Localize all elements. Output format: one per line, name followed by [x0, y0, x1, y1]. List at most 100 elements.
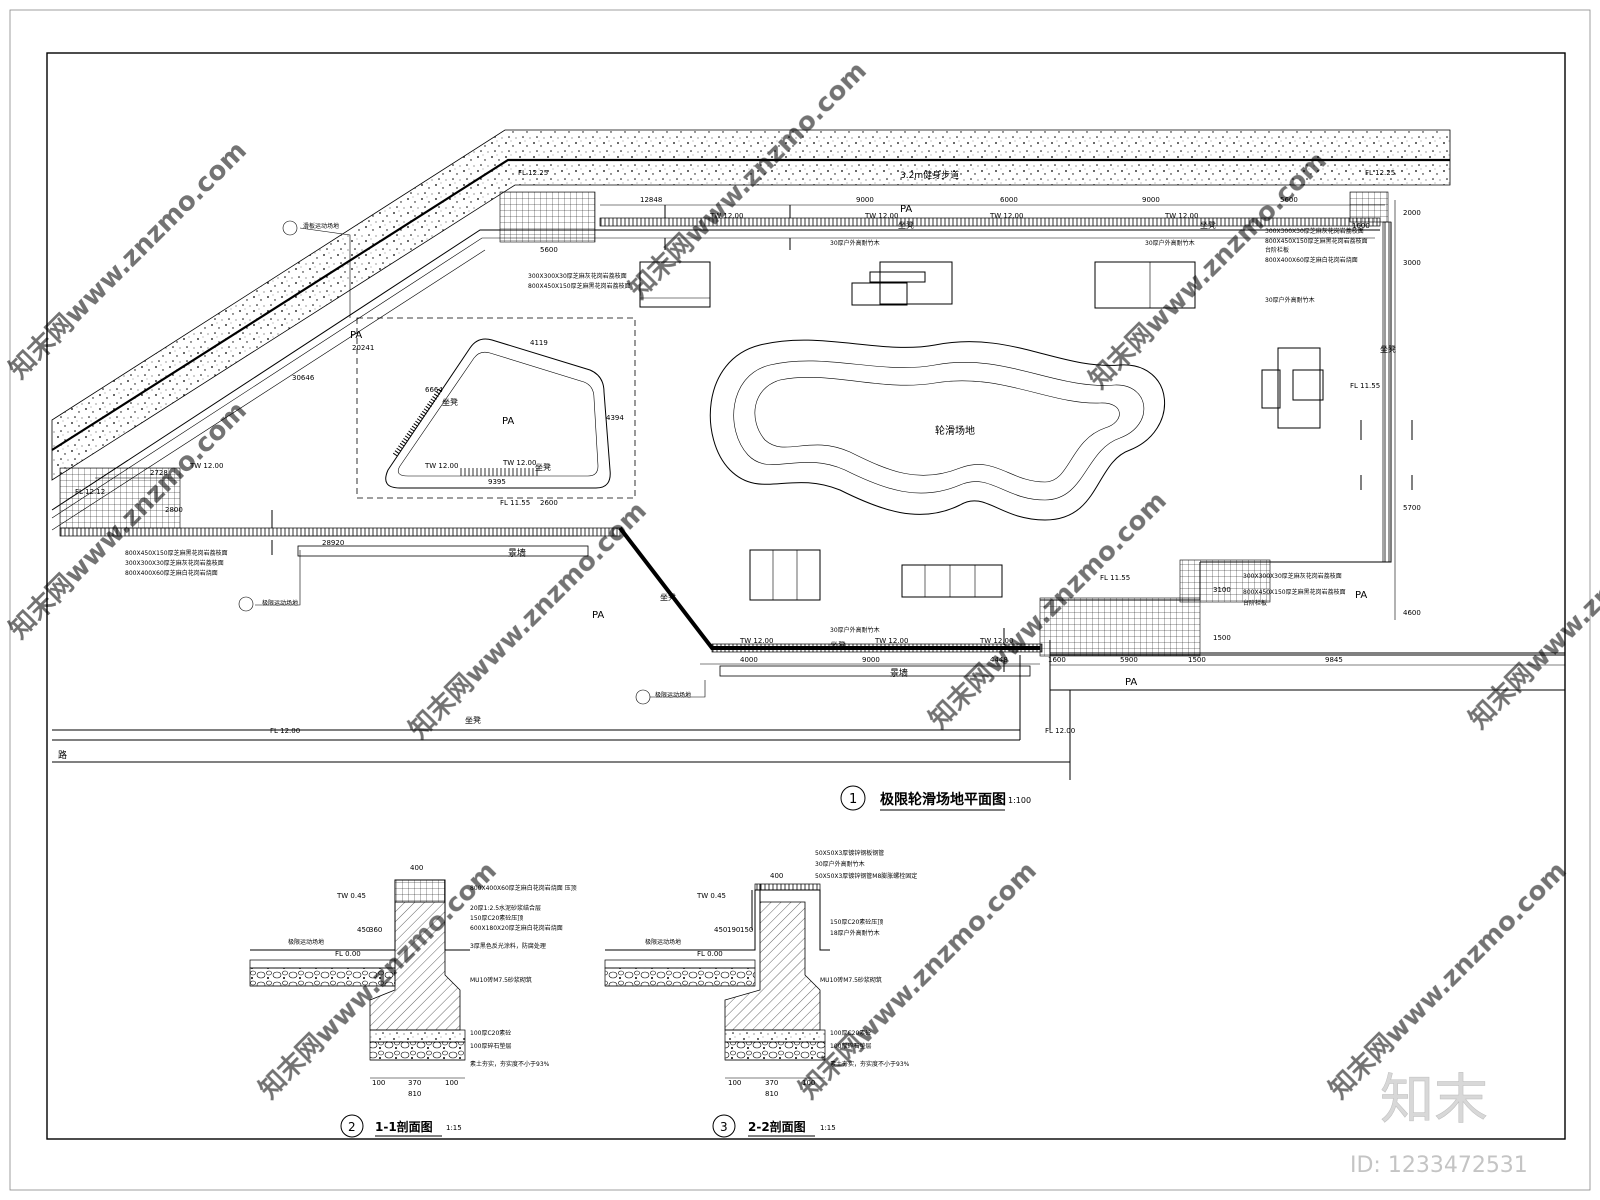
plan-note-12: 800X400X60厚芝麻白花岗岩烧面	[125, 569, 218, 577]
dim-16: 1600	[1048, 656, 1066, 664]
walkway-gravel-band	[51, 129, 1451, 481]
plan-title-block: 1 极限轮滑场地平面图 1:100	[840, 785, 1031, 811]
tw-label-5: TW 12.00	[189, 462, 223, 470]
dim-10: 2728	[150, 469, 168, 477]
s1-num: 2	[348, 1120, 356, 1134]
plan-note-5: 台阶栏板	[1265, 246, 1289, 254]
callout-marker-1	[238, 596, 254, 612]
pa-label-3: PA	[592, 610, 604, 621]
tw-label-10: TW 12.00	[979, 637, 1013, 645]
ramp-pa-label: PA	[502, 416, 514, 427]
bench-wall-left	[59, 527, 621, 537]
s2-fl: FL 0.00	[697, 950, 723, 958]
paving-grid-nw	[499, 191, 596, 243]
plan-note-17: 极限运动场地	[262, 599, 298, 607]
s2-dim-h1: 100	[728, 1079, 741, 1087]
bench-wall-top	[599, 217, 1381, 227]
bench-label-3: 坐凳	[442, 397, 458, 407]
tree-pool-label-2: 景墙	[890, 667, 908, 679]
ramp-zone-dashed	[356, 317, 636, 499]
s1-title: 1-1剖面图	[375, 1119, 433, 1134]
tw-label-4: TW 12.00	[1164, 212, 1198, 220]
plan-note-8: 30厚户外高耐竹木	[830, 239, 880, 247]
s2-note-1: 50X50X3厚镀锌钢板钢管	[815, 849, 884, 857]
bench-label-5: 坐凳	[1380, 344, 1396, 354]
s2-title: 2-2剖面图	[748, 1119, 806, 1134]
s1-note-1: 800X400X60厚芝麻白花岗岩烧面 压顶	[470, 884, 577, 892]
s2-note-6: MU10砖M7.5砂浆砌筑	[820, 976, 882, 984]
bench-wall-bottom	[711, 643, 1043, 653]
s2-scale: 1:15	[820, 1124, 836, 1132]
dim-23: 1600	[1352, 222, 1370, 230]
skate-obstacles	[639, 261, 1324, 601]
section-1-1: TW 0.45 FL 0.00 400 450 360 100 370 100 …	[249, 864, 577, 1138]
watermark-id: ID: 1233472531	[1350, 1153, 1528, 1178]
plan-note-7: 30厚户外高耐竹木	[1265, 296, 1315, 304]
plan-note-6: 800X400X60厚芝麻白花岗岩烧面	[1265, 256, 1358, 264]
s2-note-9: 素土夯实，夯实度不小于93%	[830, 1060, 910, 1068]
dim-27: 20241	[352, 344, 374, 352]
dim-26: 1500	[1213, 634, 1231, 642]
dim-19: 9845	[1325, 656, 1343, 664]
plan-note-13: 300X300X30厚芝麻灰花岗岩荔枝面	[1243, 572, 1342, 580]
s2-dim-v2: 190	[727, 926, 740, 934]
s1-note-2: 20厚1:2.5水泥砂浆结合层	[470, 904, 541, 912]
dim-18: 1500	[1188, 656, 1206, 664]
dim-6: 4119	[530, 339, 548, 347]
dim-8: 9395	[488, 478, 506, 486]
fl-label-6: FL 12.00	[270, 727, 300, 735]
dim-24: 2000	[1403, 209, 1421, 217]
fl-label-8: FL 12.25	[1365, 169, 1395, 177]
dim-28: 30646	[292, 374, 315, 382]
inner-border	[46, 52, 1566, 1140]
skate-rink-label: 轮滑场地	[935, 424, 975, 437]
bench-label-2: 坐凳	[1200, 220, 1216, 230]
s1-tw: TW 0.45	[336, 892, 366, 900]
s1-dim-v1: 450	[357, 926, 370, 934]
walkway-edge-line	[51, 158, 1450, 451]
plan-note-9: 30厚户外高耐竹木	[1145, 239, 1195, 247]
s2-note-3: 50X50X3厚镀锌钢管M8膨胀螺栓固定	[815, 872, 917, 880]
pa-label-4: PA	[1355, 590, 1367, 601]
s2-dim-h3: 100	[802, 1079, 815, 1087]
plan-note-2: 800X450X150厚芝麻黑花岗岩荔枝面	[528, 282, 631, 290]
bench-label-1: 坐凳	[898, 220, 914, 230]
road-label: 路	[58, 749, 67, 761]
fl-label-1: FL 12.25	[518, 169, 548, 177]
plan-note-4: 800X450X150厚芝麻黑花岗岩荔枝面	[1265, 237, 1368, 245]
tw-label-3: TW 12.00	[989, 212, 1023, 220]
dim-9: 28920	[322, 539, 344, 547]
plan-note-11: 300X300X30厚芝麻灰花岗岩荔枝面	[125, 559, 224, 567]
s1-scale: 1:15	[446, 1124, 462, 1132]
bench-label-8: 坐凳	[465, 715, 481, 725]
dim-22: 4600	[1403, 609, 1421, 617]
tree-pool-bottom	[719, 665, 1031, 677]
dim-3: 6000	[1000, 196, 1018, 204]
s1-dim-h1: 100	[372, 1079, 385, 1087]
s2-dim-h2: 370	[765, 1079, 778, 1087]
dim-4: 9000	[1142, 196, 1160, 204]
plan-note-1: 300X300X30厚芝麻灰花岗岩荔枝面	[528, 272, 627, 280]
tree-pool-label-1: 景墙	[508, 547, 526, 559]
s2-dim-v1: 450	[714, 926, 727, 934]
fl-label-7: FL 12.00	[1045, 727, 1075, 735]
ramp-inner	[397, 351, 599, 477]
s2-note-2: 30厚户外高耐竹木	[815, 860, 865, 868]
dim-13: 4000	[740, 656, 758, 664]
s1-dim-h2: 370	[408, 1079, 421, 1087]
plan-title-number: 1	[849, 792, 857, 807]
plan-note-18: 极限运动场地	[655, 691, 691, 699]
pa-label-1: PA	[350, 330, 362, 341]
s2-total: 810	[765, 1090, 778, 1098]
s2-note-5: 18厚户外高耐竹木	[830, 929, 880, 937]
dim-5: 5600	[1280, 196, 1298, 204]
s2-tw: TW 0.45	[696, 892, 726, 900]
dim-15: 4448	[990, 656, 1008, 664]
dim-30: 2600	[540, 499, 558, 507]
fl-label-5: FL 11.55	[1350, 382, 1380, 390]
dim-29: 6664	[425, 386, 443, 394]
site-plan: 3.2m健身步道 景墙 景墙 PA 轮滑场地	[51, 129, 1565, 780]
outer-border	[9, 9, 1591, 1191]
plan-note-16: 30厚户外高耐竹木	[830, 626, 880, 634]
s1-note-3: 150厚C20素砼压顶	[470, 914, 523, 922]
